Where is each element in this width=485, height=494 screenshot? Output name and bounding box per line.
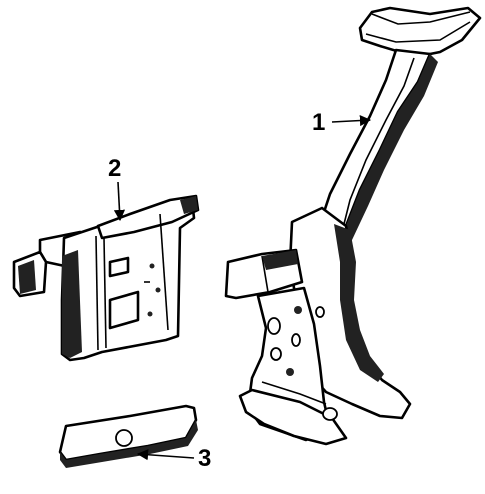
callout-label-3: 3 bbox=[198, 445, 211, 472]
callout-label-2: 2 bbox=[108, 155, 121, 182]
callout-1: 1 bbox=[312, 109, 372, 136]
part-3-plate bbox=[58, 404, 198, 468]
leader-arrow-3 bbox=[136, 449, 195, 461]
leader-arrow-1 bbox=[331, 114, 372, 127]
callout-2: 2 bbox=[108, 155, 126, 222]
leader-arrow-2 bbox=[113, 181, 126, 222]
callout-label-1: 1 bbox=[312, 109, 325, 136]
callout-3: 3 bbox=[136, 445, 211, 472]
part-2-panel bbox=[12, 194, 200, 362]
part-1-pillar bbox=[224, 6, 482, 446]
